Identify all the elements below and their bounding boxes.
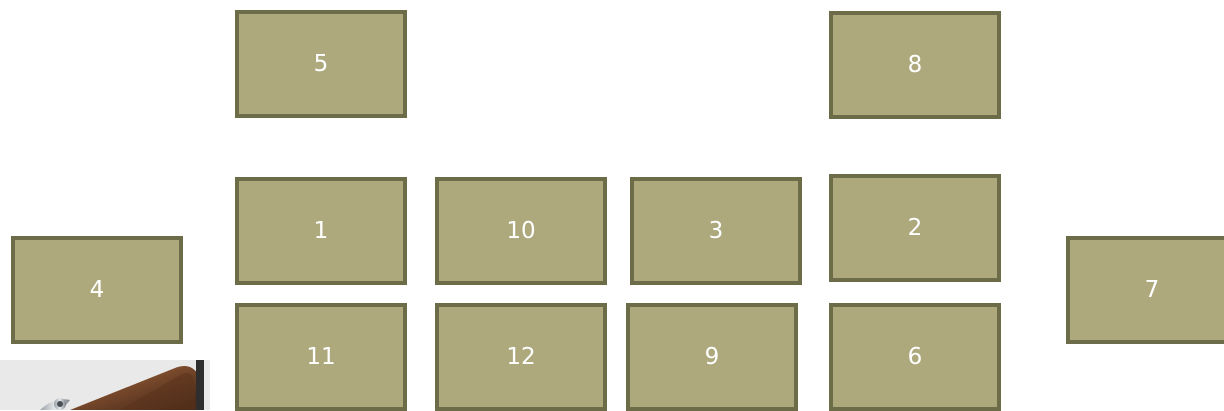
tile-11: 11 <box>235 303 407 411</box>
tile-8: 8 <box>829 11 1001 119</box>
tile-1: 1 <box>235 177 407 285</box>
tile-9: 9 <box>626 303 798 411</box>
tile-2: 2 <box>829 174 1001 282</box>
tile-3: 3 <box>630 177 802 285</box>
tile-12: 12 <box>435 303 607 411</box>
tile-7: 7 <box>1066 236 1224 344</box>
tile-4: 4 <box>11 236 183 344</box>
tile-6: 6 <box>829 303 1001 411</box>
instrument-photo <box>0 360 210 410</box>
tile-5: 5 <box>235 10 407 118</box>
brass-instrument-image <box>0 360 210 410</box>
tile-10: 10 <box>435 177 607 285</box>
